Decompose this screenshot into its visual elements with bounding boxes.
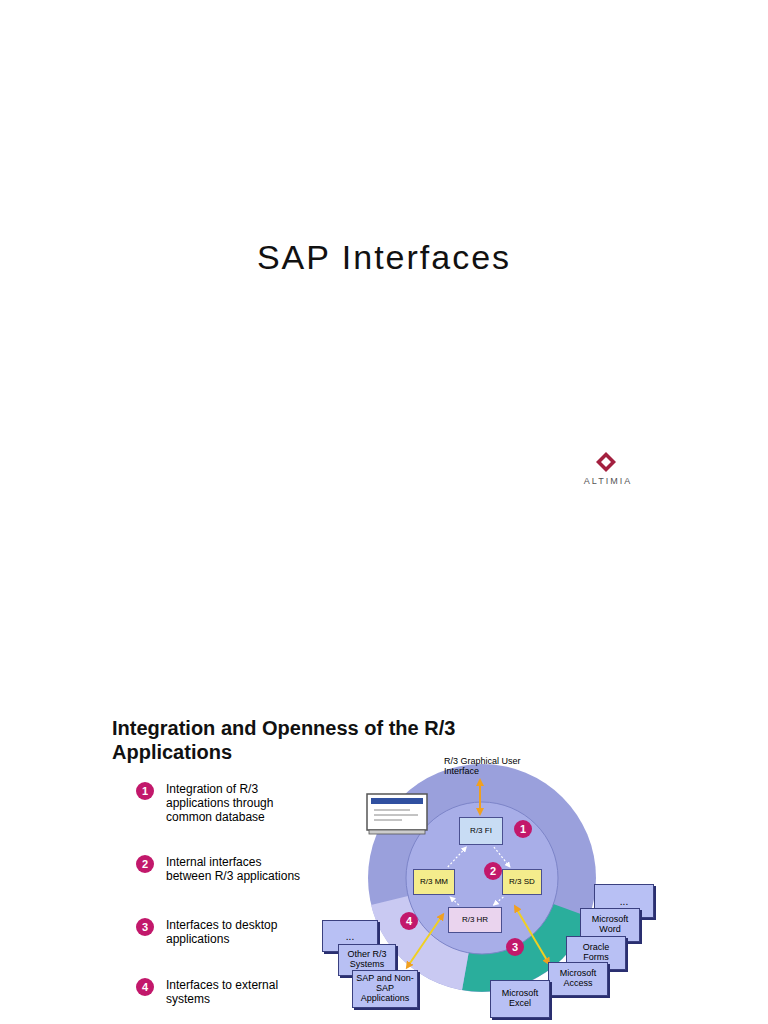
node-text: R/3 FI bbox=[470, 827, 492, 836]
node-text: Microsoft Access bbox=[552, 969, 604, 989]
module-box: R/3 MM bbox=[413, 869, 455, 895]
gui-label: R/3 Graphical User Interface bbox=[444, 757, 534, 777]
node-text: ... bbox=[346, 931, 354, 942]
node-text: R/3 HR bbox=[462, 916, 488, 925]
callout-number: 2 bbox=[136, 855, 154, 873]
internal-interface-arrow bbox=[494, 897, 504, 905]
callout-number: 1 bbox=[136, 782, 154, 800]
external-system-box: SAP and Non-SAP Applications bbox=[352, 970, 418, 1008]
node-text: SAP and Non-SAP Applications bbox=[356, 974, 414, 1004]
callout-number: 3 bbox=[506, 938, 524, 956]
callout-number: 1 bbox=[514, 820, 532, 838]
screen-icon bbox=[367, 794, 427, 834]
callout-number: 4 bbox=[136, 978, 154, 996]
module-box: R/3 HR bbox=[448, 907, 502, 933]
node-text: Microsoft Excel bbox=[494, 989, 546, 1009]
outer-ring bbox=[368, 764, 596, 992]
node-text: Oracle Forms bbox=[570, 943, 622, 963]
gui-arrow bbox=[479, 782, 481, 812]
module-box: R/3 SD bbox=[502, 869, 542, 895]
internal-interface-arrow bbox=[448, 847, 467, 867]
node-text: ... bbox=[620, 896, 628, 907]
desktop-arrow bbox=[516, 908, 548, 962]
list-text: Interfaces to desktop applications bbox=[166, 919, 306, 947]
inner-circle bbox=[406, 802, 558, 954]
callout-number: 2 bbox=[484, 862, 502, 880]
page-title: SAP Interfaces bbox=[0, 238, 768, 277]
node-text: Other R/3 Systems bbox=[342, 950, 392, 970]
list-text: Interfaces to external systems bbox=[166, 979, 306, 1007]
callout-number: 4 bbox=[400, 912, 418, 930]
desktop-app-box: Microsoft Access bbox=[548, 962, 608, 996]
desktop-app-box: Microsoft Excel bbox=[490, 980, 550, 1018]
internal-interface-arrow bbox=[450, 897, 459, 905]
logo-text: ALTIMIA bbox=[578, 476, 638, 486]
logo-diamond bbox=[596, 452, 616, 472]
node-text: R/3 MM bbox=[420, 878, 448, 887]
module-box: R/3 FI bbox=[459, 817, 503, 845]
list-text: Integration of R/3 applications through … bbox=[166, 783, 306, 824]
node-text: R/3 SD bbox=[509, 878, 535, 887]
node-text: Microsoft Word bbox=[584, 915, 636, 935]
list-text: Internal interfaces between R/3 applicat… bbox=[166, 856, 306, 884]
callout-number: 3 bbox=[136, 918, 154, 936]
